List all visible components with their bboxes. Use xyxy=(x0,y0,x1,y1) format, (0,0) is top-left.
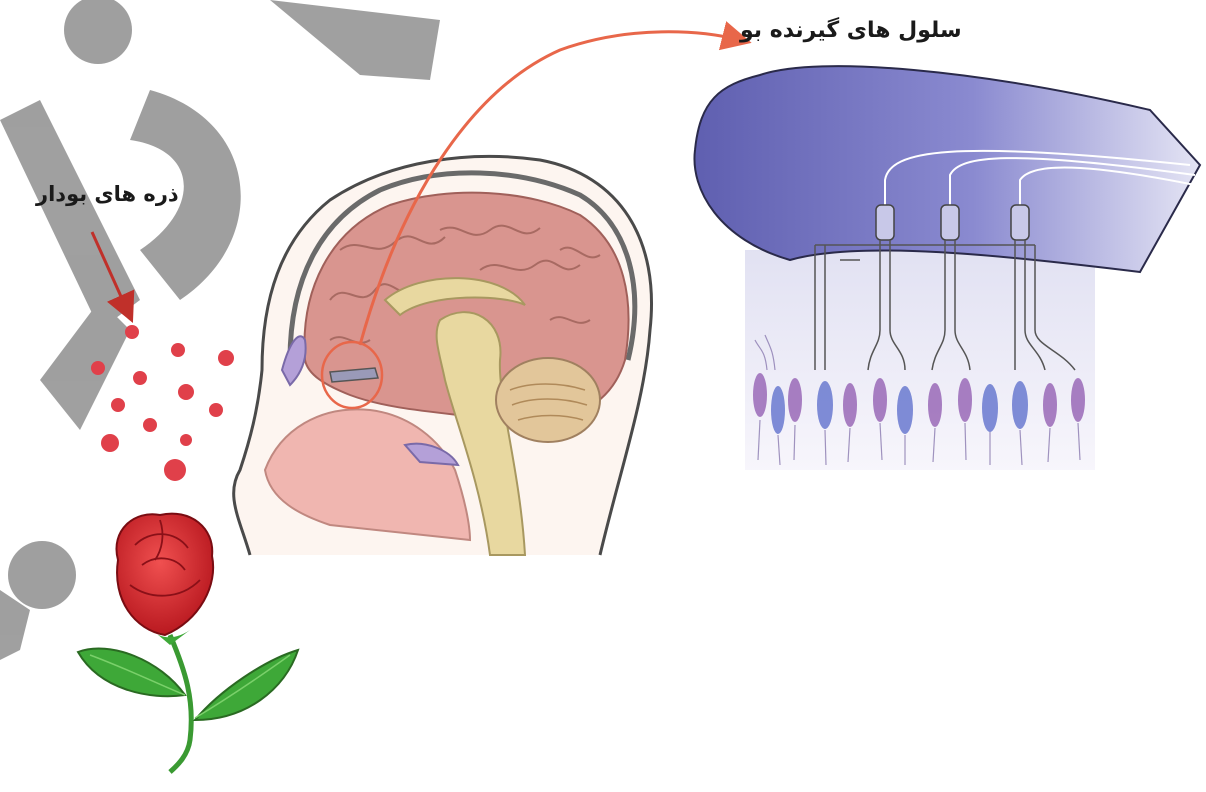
odor-particle xyxy=(143,418,157,432)
rose-bloom xyxy=(116,514,213,635)
odor-particle xyxy=(101,434,119,452)
epithelium xyxy=(745,250,1095,470)
odor-particle xyxy=(180,434,192,446)
olfactory-bulb xyxy=(694,66,1200,272)
receptor-cells-label: سلول های گیرنده بو xyxy=(740,18,962,43)
cerebellum xyxy=(496,358,600,442)
watermark-dot-top xyxy=(64,0,132,64)
odor-particle xyxy=(218,350,234,366)
odor-particle xyxy=(111,398,125,412)
odor-particle xyxy=(178,384,194,400)
watermark-dot-bottom xyxy=(8,541,76,609)
odor-particle xyxy=(164,459,186,481)
watermark-stroke-top xyxy=(270,0,440,80)
olfactory-receptor-zoom xyxy=(694,66,1200,470)
odor-particle xyxy=(133,371,147,385)
odor-particle xyxy=(125,325,139,339)
rose-stem xyxy=(170,635,191,772)
odor-particle xyxy=(209,403,223,417)
odor-particle xyxy=(171,343,185,357)
odor-particles-label: ذره های بودار xyxy=(36,182,179,206)
head-cross-section xyxy=(234,156,652,555)
odor-particle xyxy=(91,361,105,375)
